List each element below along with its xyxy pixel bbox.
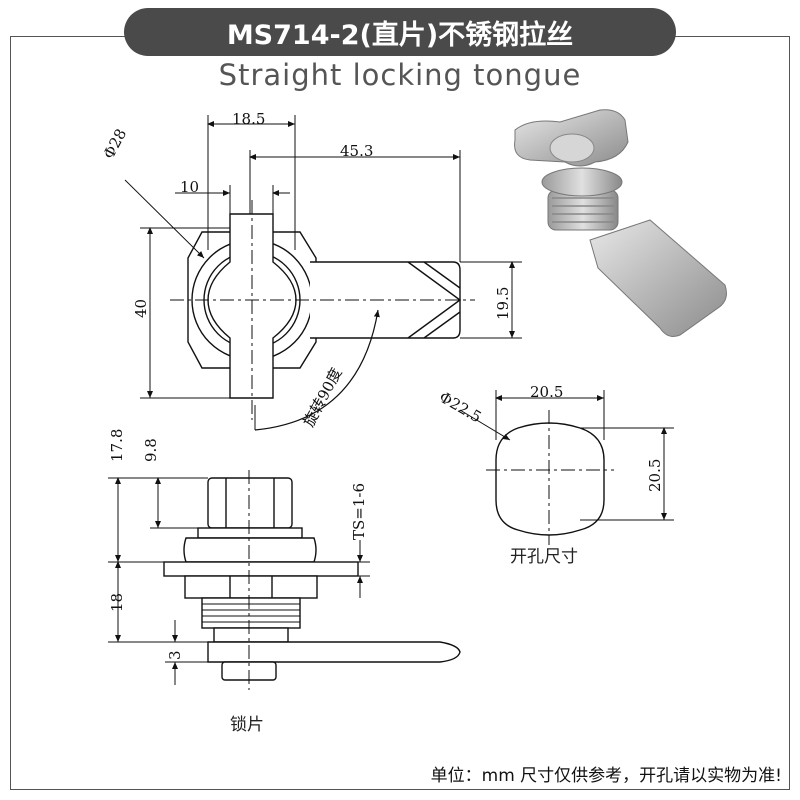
side-view-dimensions bbox=[108, 477, 370, 685]
front-view-dimensions bbox=[124, 115, 522, 399]
cutout-label: 开孔尺寸 bbox=[510, 547, 578, 567]
dim-ts: TS=1-6 bbox=[350, 483, 368, 540]
page-subtitle: Straight locking tongue bbox=[218, 58, 582, 92]
cutout-dim-height: 20.5 bbox=[646, 459, 664, 492]
cutout-dim-diameter: Φ22.5 bbox=[436, 388, 485, 426]
dim-tongue-thickness: 3 bbox=[166, 650, 184, 660]
side-view bbox=[163, 470, 461, 690]
side-view-label: 锁片 bbox=[230, 715, 264, 735]
cutout-view bbox=[486, 410, 614, 545]
cutout-dimensions bbox=[459, 390, 674, 521]
dim-tongue: 19.5 bbox=[494, 287, 512, 320]
dim-diameter: Φ28 bbox=[100, 126, 131, 162]
page-title: MS714-2(直片)不锈钢拉丝 bbox=[226, 19, 574, 51]
rotation-note: 旋转90度 bbox=[300, 365, 346, 430]
product-photo bbox=[514, 109, 727, 337]
dim-top-total: 17.8 bbox=[108, 429, 126, 462]
dim-knob: 10 bbox=[180, 178, 199, 196]
dim-body: 18 bbox=[108, 593, 126, 612]
dim-width: 18.5 bbox=[232, 110, 265, 128]
dim-height: 40 bbox=[132, 299, 150, 318]
dim-total: 45.3 bbox=[340, 142, 373, 160]
footer-note: 单位：mm 尺寸仅供参考，开孔请以实物为准! bbox=[430, 766, 782, 786]
title-banner: MS714-2(直片)不锈钢拉丝 bbox=[124, 8, 676, 56]
cutout-dim-width: 20.5 bbox=[530, 383, 563, 401]
front-view bbox=[170, 200, 475, 431]
dim-knob-height: 9.8 bbox=[142, 438, 160, 462]
